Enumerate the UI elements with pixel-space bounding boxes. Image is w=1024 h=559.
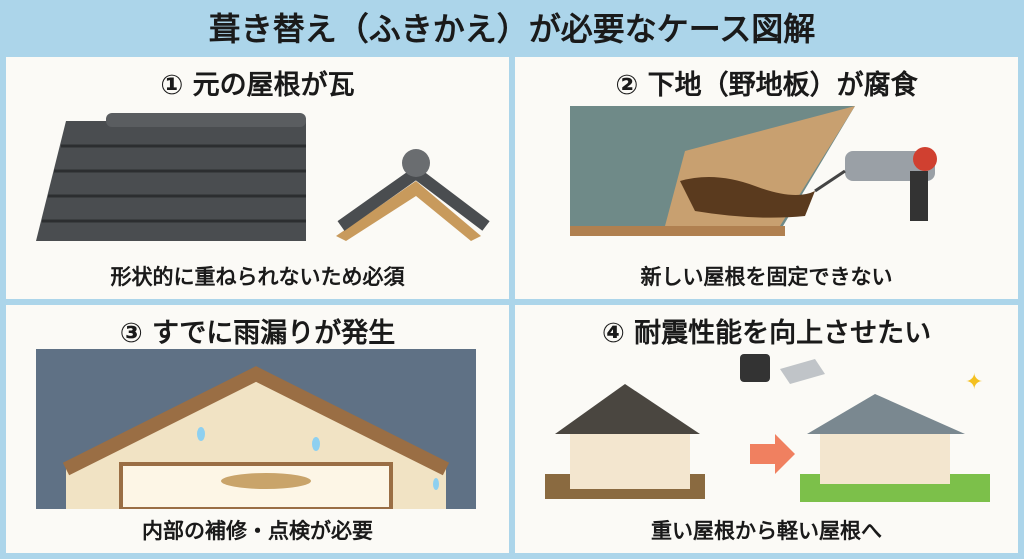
leaking-roof-illustration xyxy=(36,349,476,509)
svg-text:✦: ✦ xyxy=(965,370,983,395)
roof-lightening-illustration: ✦ xyxy=(545,354,990,502)
panel-heading: ① 元の屋根が瓦 xyxy=(160,70,355,101)
arrow-right-icon xyxy=(750,434,795,474)
panel-caption: 内部の補修・点検が必要 xyxy=(142,519,373,543)
scale-icon xyxy=(740,354,770,382)
panel-caption: 形状的に重ねられないため必須 xyxy=(110,265,405,289)
rotten-board-illustration xyxy=(570,106,937,236)
metal-sheet-icon xyxy=(780,359,825,384)
page-title: 葺き替え（ふきかえ）が必要なケース図解 xyxy=(208,10,816,48)
panel-heading: ④ 耐震性能を向上させたい xyxy=(601,318,932,349)
panel-caption: 重い屋根から軽い屋根へ xyxy=(651,519,882,543)
panel-caption: 新しい屋根を固定できない xyxy=(640,265,893,289)
panel-leak: ③ すでに雨漏りが発生 内部の補修・点検が必要 xyxy=(6,305,509,553)
nail-gun-icon xyxy=(814,147,937,221)
panel-rotten-substrate: ② 下地（野地板）が腐食 新しい屋根を固定できない xyxy=(515,57,1018,299)
tile-roof-illustration xyxy=(36,113,490,241)
panel-heading: ② 下地（野地板）が腐食 xyxy=(615,70,918,101)
panel-heading: ③ すでに雨漏りが発生 xyxy=(119,318,396,349)
panel-seismic: ④ 耐震性能を向上させたい ✦ 重い屋根から軽い屋根へ xyxy=(515,305,1018,553)
panel-tile-roof: ① 元の屋根が瓦 形状的に重ねられないため必須 xyxy=(6,57,509,299)
